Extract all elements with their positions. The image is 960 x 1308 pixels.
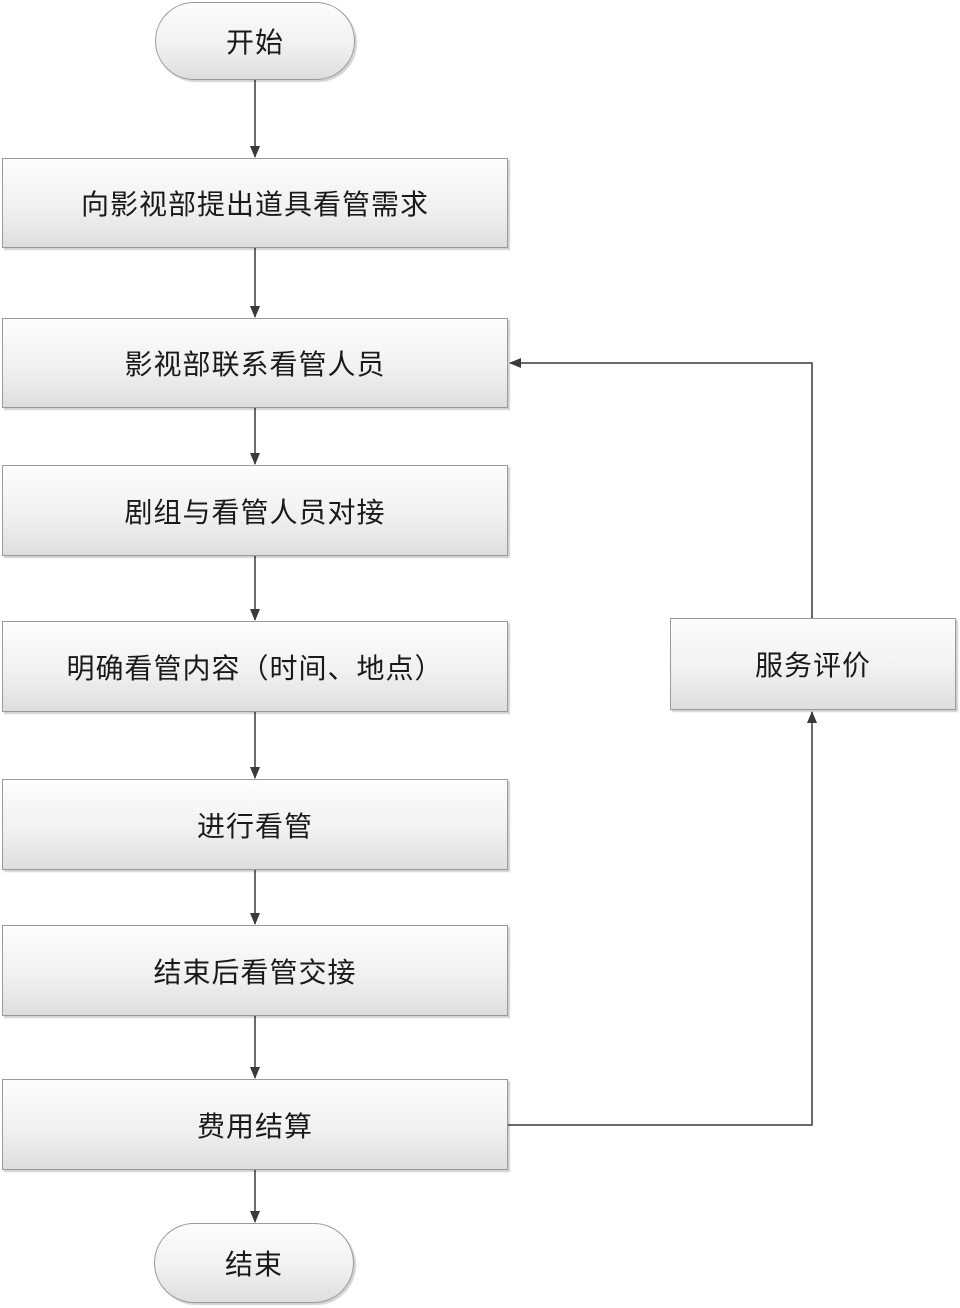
step-5-perform: 进行看管 [2,779,508,870]
step-4-define-content: 明确看管内容（时间、地点） [2,621,508,712]
end-node: 结束 [154,1223,354,1303]
step-6-final-handover: 结束后看管交接 [2,925,508,1016]
step-2-contact-staff: 影视部联系看管人员 [2,318,508,408]
step-3-handoff: 剧组与看管人员对接 [2,465,508,556]
step-7-settlement: 费用结算 [2,1079,508,1170]
arrow-step-7-to-feedback [508,711,817,1126]
feedback-node: 服务评价 [670,618,956,710]
arrow-feedback-to-step-2 [509,358,813,618]
start-node: 开始 [155,2,355,80]
step-1-request: 向影视部提出道具看管需求 [2,158,508,248]
